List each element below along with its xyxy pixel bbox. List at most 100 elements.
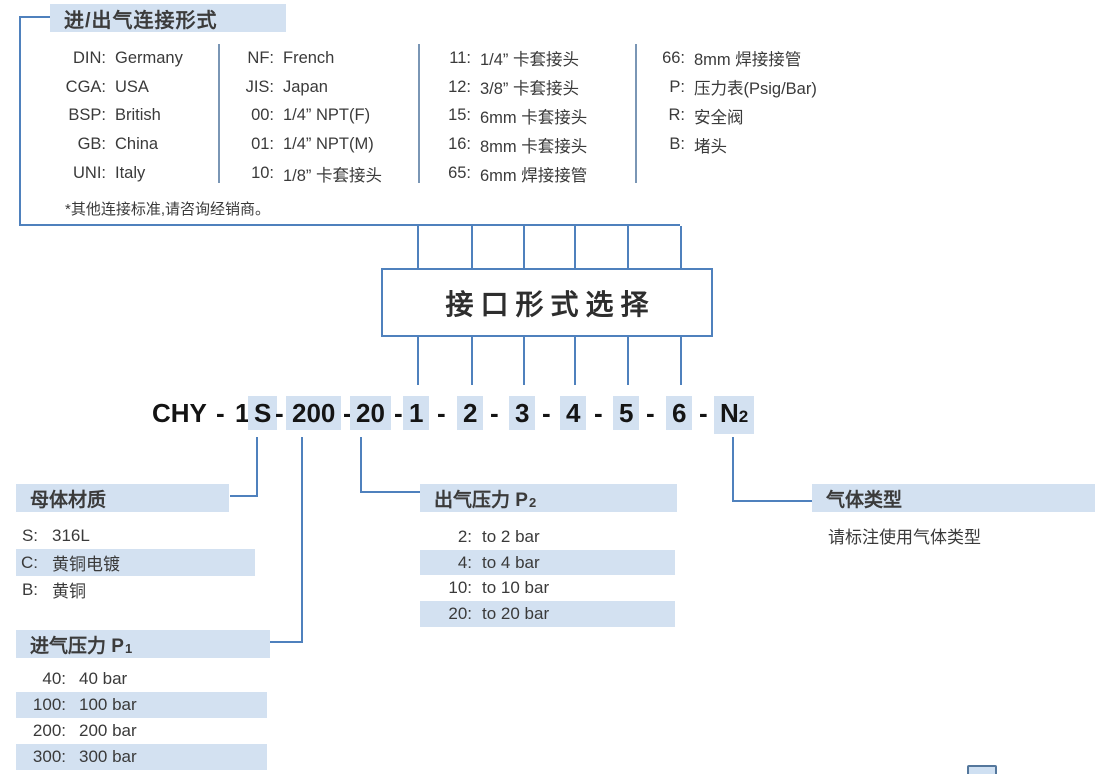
list-item: S:316L <box>16 522 255 549</box>
connection-item-label: 1/4” NPT(F) <box>283 106 371 125</box>
connection-item-code: JIS: <box>245 77 274 96</box>
gas-type-note: 请标注使用气体类型 <box>828 528 981 547</box>
code-token: 1 <box>235 398 250 428</box>
outlet-pressure-connector-line <box>360 437 362 493</box>
code-token: - <box>646 398 655 428</box>
list-item: C: 黄铜电镀 <box>16 549 255 576</box>
connection-table-column: 11: 1/4” 卡套接头 12: 3/8” 卡套接头 15:6mm 卡套接头 16: 8m… <box>441 44 633 188</box>
connection-item-label: 1/4” NPT(M) <box>283 135 374 154</box>
body-material-list: S:316L C: 黄铜电镀 B:黄铜 <box>16 522 255 603</box>
code-token: 20 <box>350 396 391 430</box>
list-item-code: C: <box>21 552 38 572</box>
connection-section-title-label: 进/出气连接形式 <box>64 9 218 32</box>
inlet-pressure-connector-line <box>270 641 303 643</box>
outlet-pressure-title-label: 出气压力 P <box>434 489 528 511</box>
connection-item-label: British <box>115 106 161 125</box>
body-material-connector-line <box>256 437 258 497</box>
connection-item-label: 1/4” 卡套接头 <box>480 51 580 70</box>
list-item: 4:to 4 bar <box>420 549 675 576</box>
code-token: - <box>490 398 499 428</box>
list-item-code: 10: <box>448 578 472 598</box>
list-item-code: S: <box>21 525 38 545</box>
connection-item-code: 00: <box>251 106 274 125</box>
inlet-pressure-connector-line <box>301 437 303 643</box>
connection-item-label: 堵头 <box>694 137 727 156</box>
gas-type-title: 气体类型 <box>812 484 1095 512</box>
code-token: 6 <box>666 396 693 430</box>
connection-item-code: 11: <box>449 48 471 67</box>
connection-item-label: 8mm 卡套接头 <box>480 137 588 156</box>
connection-item-label: 安全阀 <box>694 108 744 127</box>
list-item-code: 300: <box>32 747 66 766</box>
connection-item: NF:French <box>238 44 416 73</box>
connection-section-title: 进/出气连接形式 <box>50 4 286 32</box>
connection-item-label: 3/8” 卡套接头 <box>480 80 580 99</box>
connection-item-label: 8mm 焊接接管 <box>694 51 802 70</box>
list-item: B:黄铜 <box>16 576 255 603</box>
code-token: - <box>394 398 403 428</box>
code-token: 4 <box>560 396 587 430</box>
connection-item-label: Germany <box>115 48 183 67</box>
connection-item: DIN: Germany <box>60 44 215 73</box>
gas-type-title-label: 气体类型 <box>826 489 903 511</box>
bracket-bottom-line <box>19 224 680 226</box>
body-material-title-label: 母体材质 <box>30 489 107 511</box>
code-token: 1 <box>403 396 430 430</box>
outlet-pressure-title-subscript: 2 <box>528 494 537 510</box>
list-item: 20: to 20 bar <box>420 601 675 627</box>
list-item-label: 黄铜电镀 <box>52 555 120 574</box>
connection-item-label: China <box>115 135 159 154</box>
connection-item-code: NF: <box>247 48 274 67</box>
code-token: - <box>437 398 446 428</box>
connection-item-label: 压力表(Psig/Bar) <box>694 80 817 99</box>
connection-item-code: 12: <box>448 77 471 96</box>
connection-item: 00: 1/4” NPT(F) <box>238 102 416 131</box>
connection-item: 15:6mm 卡套接头 <box>441 102 633 131</box>
code-token: - <box>542 398 551 428</box>
connection-item-code: 16: <box>448 135 471 154</box>
connection-item-code: 01: <box>251 135 274 154</box>
list-item: 300: 300 bar <box>16 744 267 770</box>
code-token: 3 <box>509 396 536 430</box>
connection-item-label: USA <box>115 77 149 96</box>
connection-item-label: Italy <box>115 164 146 183</box>
code-token: - <box>699 398 708 428</box>
code-token: - <box>343 398 352 428</box>
connection-item-code: 65: <box>448 164 471 183</box>
connection-item: 66:8mm 焊接接管 <box>655 44 855 73</box>
list-item: 2:to 2 bar <box>420 524 675 550</box>
connection-item: 16: 8mm 卡套接头 <box>441 130 633 159</box>
connection-item-code: DIN: <box>73 48 106 67</box>
connector-line <box>471 337 473 385</box>
connection-item-label: 6mm 焊接接管 <box>480 166 588 185</box>
gas-type-connector-line <box>732 437 734 502</box>
table-divider <box>635 44 637 183</box>
code-token: - <box>216 398 225 428</box>
connector-line <box>417 226 419 268</box>
connection-item: JIS:Japan <box>238 73 416 102</box>
code-token: - <box>275 398 284 428</box>
list-item-code: 2: <box>457 526 472 546</box>
connector-line <box>627 226 629 268</box>
body-material-title: 母体材质 <box>16 484 229 512</box>
connector-line <box>574 337 576 385</box>
list-item-code: 4: <box>457 552 472 572</box>
list-item-code: 20: <box>448 603 472 623</box>
list-item-label: to 20 bar <box>482 603 550 623</box>
code-token: N2 <box>714 396 755 434</box>
connection-item: 10:1/8” 卡套接头 <box>238 159 416 188</box>
list-item-label: 300 bar <box>79 747 137 766</box>
connection-item: 12: 3/8” 卡套接头 <box>441 73 633 102</box>
code-token: CHY <box>152 398 207 428</box>
code-token: 200 <box>286 396 342 430</box>
connector-line <box>417 337 419 385</box>
list-item-code: 200: <box>32 721 66 740</box>
list-item: 200: 200 bar <box>16 718 267 744</box>
list-item-label: 200 bar <box>79 721 137 740</box>
